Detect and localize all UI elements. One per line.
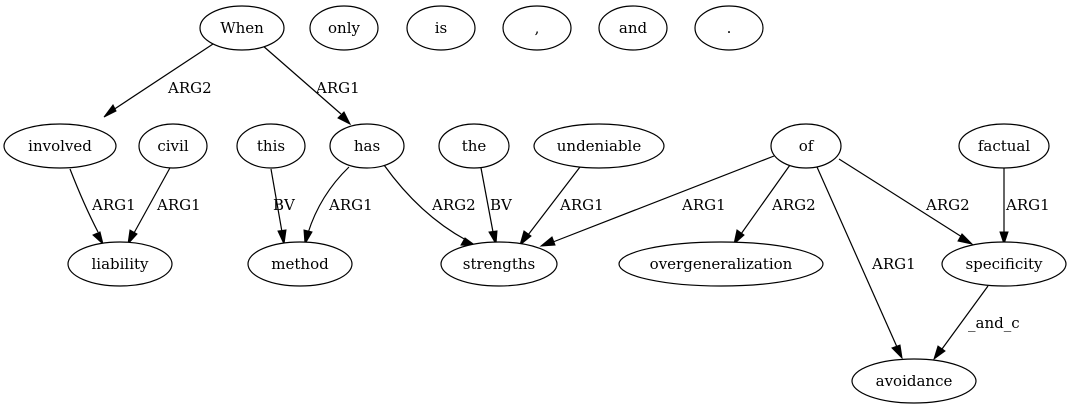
node-comma: , <box>502 5 572 51</box>
edge-when-involved: ARG2 <box>103 43 214 118</box>
node-involved: involved <box>3 123 117 169</box>
node-label: and <box>619 19 648 37</box>
node-avoidance: avoidance <box>851 358 977 404</box>
node-the: the <box>438 123 510 169</box>
edge-label: ARG2 <box>431 196 476 214</box>
node-label: of <box>799 137 815 155</box>
edge-has-strengths: ARG2 <box>383 164 478 247</box>
edge-label: ARG1 <box>1005 196 1050 214</box>
edge-when-has: ARG1 <box>261 44 360 126</box>
node-strengths: strengths <box>440 241 558 287</box>
node-civil: civil <box>138 123 208 169</box>
node-is: is <box>406 5 476 51</box>
edge-label: ARG1 <box>681 196 726 214</box>
node-label: is <box>435 19 448 37</box>
edge-label: ARG1 <box>328 196 373 214</box>
node-label: undeniable <box>557 137 642 155</box>
node-label: involved <box>28 137 92 155</box>
edge-of-avoidance: ARG1 <box>816 166 916 360</box>
edge-of-strengths: ARG1 <box>539 155 775 247</box>
node-label: the <box>462 137 487 155</box>
node-label: this <box>257 137 285 155</box>
node-when: When <box>199 5 285 51</box>
edge-undeniable-strengths: ARG1 <box>519 166 604 247</box>
node-label: overgeneralization <box>650 255 793 273</box>
edge-this-method: BV <box>270 168 296 246</box>
edge-label: _and_c <box>968 314 1020 332</box>
edge-label: ARG1 <box>91 196 136 214</box>
node-label: , <box>535 19 540 37</box>
node-label: . <box>727 19 732 37</box>
edge-label: BV <box>273 196 296 214</box>
node-label: When <box>220 19 264 37</box>
edge-label: ARG1 <box>156 196 201 214</box>
node-and: and <box>598 5 668 51</box>
edge-involved-liability: ARG1 <box>69 168 136 246</box>
edge-of-specificity: ARG2 <box>838 158 974 245</box>
node-specificity: specificity <box>941 241 1067 287</box>
node-label: avoidance <box>876 372 953 390</box>
edge-label: BV <box>490 196 513 214</box>
node-of: of <box>770 123 842 169</box>
edge-label: ARG2 <box>771 196 816 214</box>
edge-label: ARG2 <box>925 196 970 214</box>
edge-label: ARG1 <box>871 255 916 273</box>
node-label: strengths <box>463 255 535 273</box>
edge-has-method: ARG1 <box>303 166 373 246</box>
edge-label: ARG1 <box>559 196 604 214</box>
node-label: only <box>328 19 360 37</box>
node-this: this <box>236 123 306 169</box>
node-label: has <box>354 137 380 155</box>
node-period: . <box>694 5 764 51</box>
edge-civil-liability: ARG1 <box>127 165 201 246</box>
edge-of-overgen: ARG2 <box>733 164 816 246</box>
edge-label: ARG2 <box>167 79 212 97</box>
node-label: liability <box>91 255 149 273</box>
edge-label: ARG1 <box>315 79 360 97</box>
node-factual: factual <box>958 123 1050 169</box>
node-overgeneralization: overgeneralization <box>618 241 824 287</box>
node-label: factual <box>978 137 1031 155</box>
node-has: has <box>329 123 405 169</box>
node-undeniable: undeniable <box>533 123 665 169</box>
node-only: only <box>309 5 379 51</box>
node-label: method <box>271 255 329 273</box>
node-label: civil <box>157 137 188 155</box>
edge-specificity-avoidance: _and_c <box>933 285 1020 361</box>
node-label: specificity <box>965 255 1043 273</box>
node-liability: liability <box>67 241 173 287</box>
node-method: method <box>247 241 353 287</box>
edge-factual-specificity: ARG1 <box>999 168 1050 246</box>
edge-the-strengths: BV <box>480 167 513 246</box>
